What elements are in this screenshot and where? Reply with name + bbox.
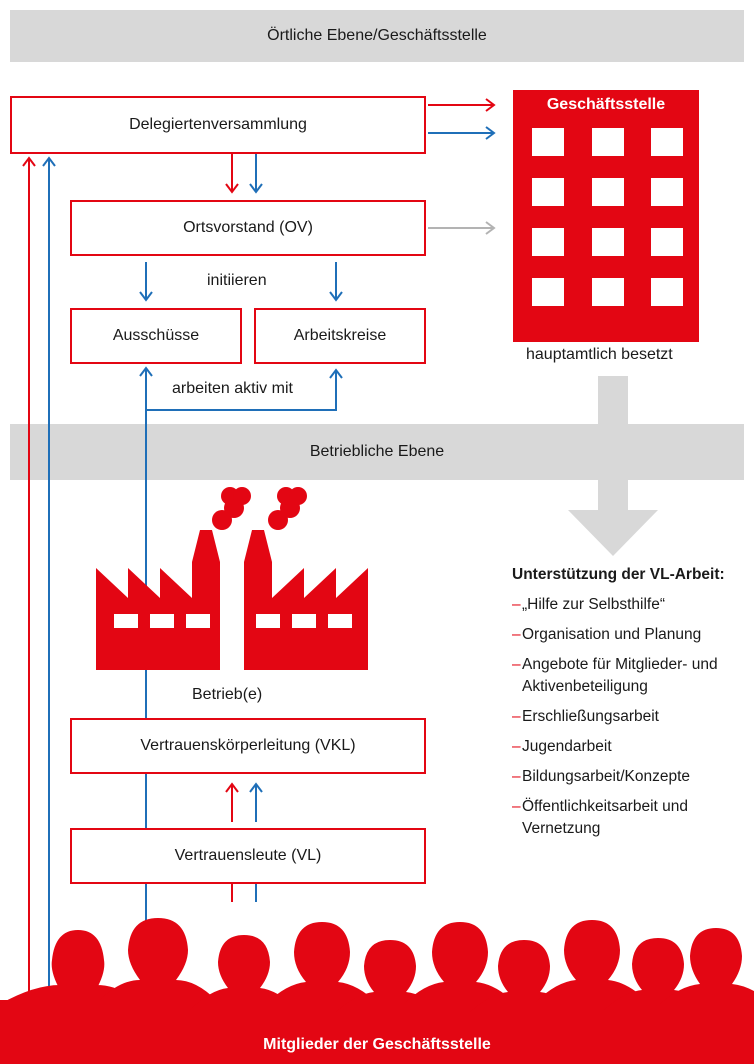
work-actively-label: arbeiten aktiv mit — [172, 380, 293, 397]
band-company-label: Betriebliche Ebene — [309, 443, 445, 460]
support-title: Unterstützung der VL-Arbeit: — [512, 566, 725, 583]
box-delegates-assembly: Delegiertenversammlung — [10, 96, 426, 154]
vkl-label: Vertrauenskörperleitung (VKL) — [140, 737, 356, 754]
support-item: –Jugendarbeit — [512, 736, 752, 758]
arrow-blue-up-vkl — [249, 782, 263, 822]
long-blue-arrow-left — [42, 156, 56, 1000]
office-staff-label: hauptamtlich besetzt — [526, 346, 673, 363]
support-list: Unterstützung der VL-Arbeit: –„Hilfe zur… — [512, 564, 752, 848]
dash-glyph: – — [512, 596, 521, 613]
support-item-text: Erschließungsarbeit — [522, 708, 659, 725]
box-vl: Vertrauensleute (VL) — [70, 828, 426, 884]
support-item-text: Jugendarbeit — [522, 738, 612, 755]
working-groups-label: Arbeitskreise — [293, 327, 387, 344]
dash-glyph: – — [512, 656, 521, 673]
delegates-label: Delegiertenversammlung — [129, 116, 307, 133]
initiate-label: initiieren — [207, 272, 267, 289]
support-item-text: Organisation und Planung — [522, 626, 702, 643]
dash-glyph: – — [512, 738, 521, 755]
band-local-label: Örtliche Ebene/Geschäftsstelle — [267, 27, 487, 44]
support-item-text: Öffentlichkeitsarbeit und Vernetzung — [522, 798, 689, 837]
factory-icon — [96, 487, 368, 670]
arrow-blue-to-committees — [139, 262, 153, 302]
office-title: Geschäftsstelle — [546, 96, 666, 113]
box-working-groups: Arbeitskreise — [254, 308, 426, 364]
dash-glyph: – — [512, 626, 521, 643]
arrow-blue-to-office — [428, 126, 496, 140]
plant-label: Betrieb(e) — [192, 686, 263, 703]
box-vkl: Vertrauenskörperleitung (VKL) — [70, 718, 426, 774]
members-label: Mitglieder der Geschäftsstelle — [263, 1036, 491, 1053]
dash-glyph: – — [512, 768, 521, 785]
vl-label: Vertrauensleute (VL) — [174, 847, 322, 864]
board-label: Ortsvorstand (OV) — [183, 219, 313, 236]
arrow-red-to-office — [428, 98, 496, 112]
factory-windows — [114, 614, 352, 628]
arrow-red-up-vkl — [225, 782, 239, 822]
arrow-blue-up-to-delegates — [249, 154, 263, 194]
long-red-arrow-left — [22, 156, 36, 1000]
support-item: –„Hilfe zur Selbsthilfe“ — [512, 594, 752, 616]
support-item-text: „Hilfe zur Selbsthilfe“ — [522, 596, 665, 613]
support-item: –Bildungsarbeit/Konzepte — [512, 766, 752, 788]
band-local-level: Örtliche Ebene/Geschäftsstelle — [10, 10, 744, 62]
bracket-work-actively — [139, 366, 343, 1000]
arrow-gray-to-office — [428, 221, 496, 235]
support-item-text: Angebote für Mitglieder- und Aktivenbete… — [522, 656, 718, 695]
box-committees: Ausschüsse — [70, 308, 242, 364]
big-down-arrow — [568, 376, 658, 556]
box-local-board: Ortsvorstand (OV) — [70, 200, 426, 256]
office-building-icon — [513, 90, 699, 342]
support-item-text: Bildungsarbeit/Konzepte — [522, 768, 691, 785]
support-item: –Erschließungsarbeit — [512, 706, 752, 728]
committees-label: Ausschüsse — [112, 327, 200, 344]
members-crowd-icon — [0, 918, 754, 1064]
dash-glyph: – — [512, 798, 521, 815]
dash-glyph: – — [512, 708, 521, 725]
arrow-red-down-to-board — [225, 154, 239, 194]
support-item: –Organisation und Planung — [512, 624, 752, 646]
support-item: –Öffentlichkeitsarbeit und Vernetzung — [512, 796, 752, 840]
support-item: –Angebote für Mitglieder- und Aktivenbet… — [512, 654, 752, 698]
arrow-blue-to-working-groups — [329, 262, 343, 302]
